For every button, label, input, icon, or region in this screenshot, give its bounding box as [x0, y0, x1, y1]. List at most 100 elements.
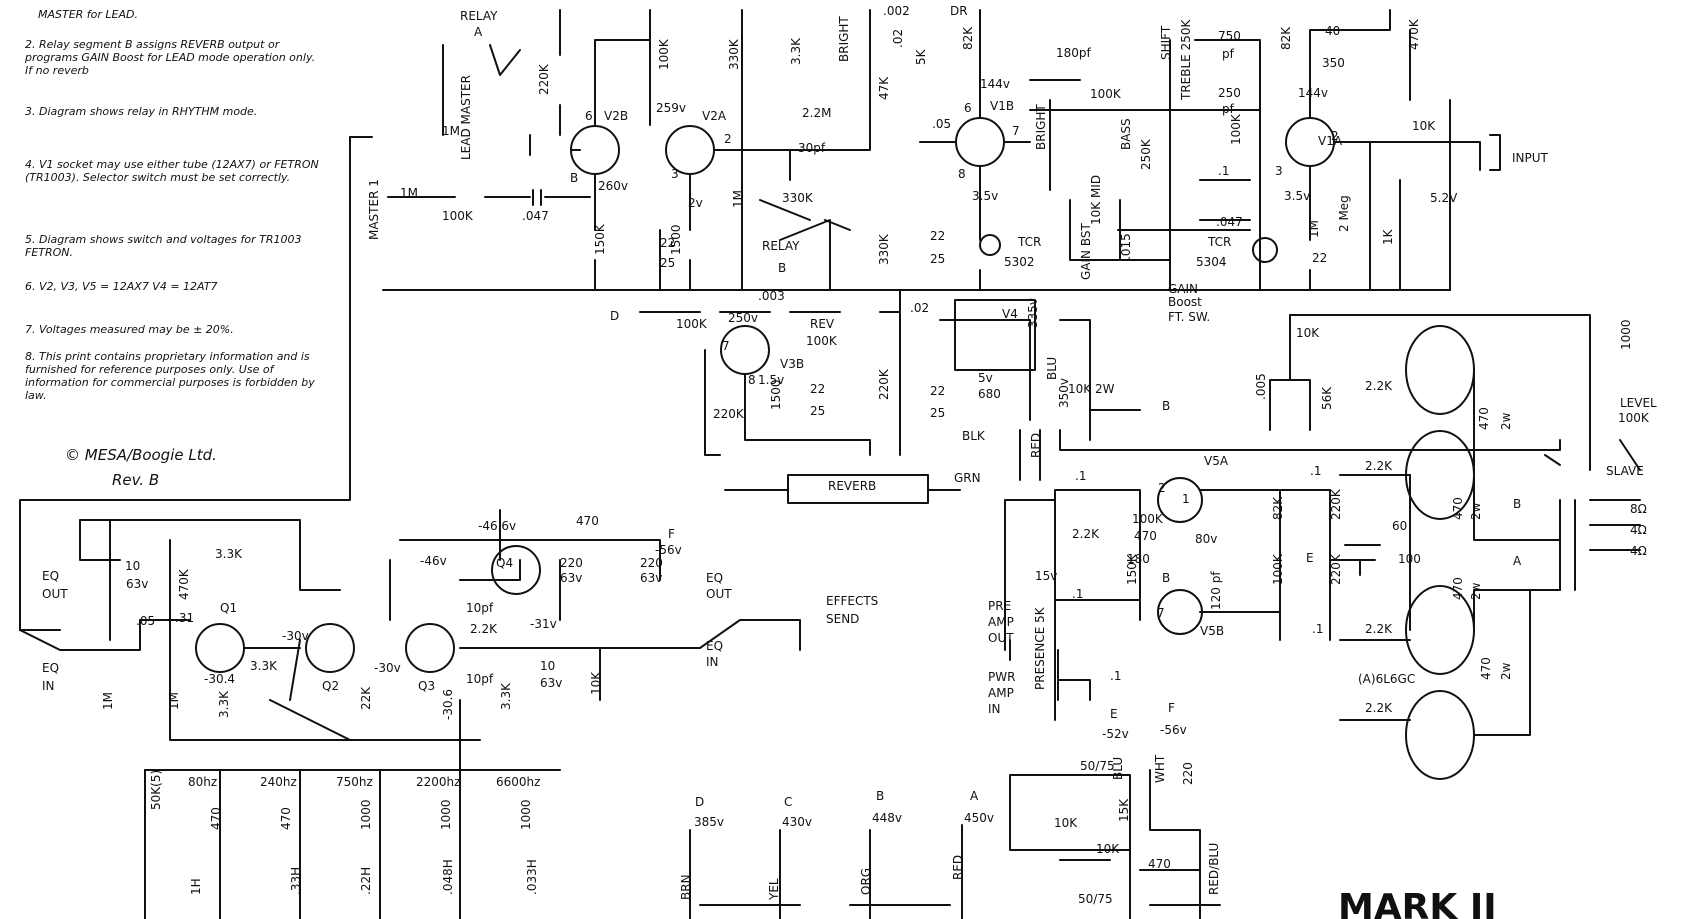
component-label: SEND: [826, 612, 859, 626]
component-label: 4Ω: [1630, 544, 1647, 558]
component-label: GAIN: [1168, 282, 1198, 296]
component-label: V4: [1002, 307, 1018, 321]
component-label: Q2: [322, 679, 339, 693]
component-label: 60: [1392, 519, 1407, 533]
component-label: 50K(5): [149, 770, 163, 810]
component-label: RED: [1029, 433, 1043, 458]
component-label: 1M: [167, 692, 181, 710]
schematic-wiring: [19, 9, 1641, 919]
component-label: .047: [1216, 215, 1243, 229]
component-label: 350v: [1057, 378, 1071, 408]
component-label: D: [610, 309, 619, 323]
component-label: 220K: [1329, 553, 1343, 585]
component-label: BLU: [1111, 757, 1125, 780]
component-label: 80v: [1195, 532, 1217, 546]
component-label: .005: [1254, 373, 1268, 400]
component-label: 30pf: [798, 141, 826, 155]
component-label: 22K: [359, 686, 373, 710]
component-label: .02: [910, 301, 929, 315]
component-label: B: [1513, 497, 1521, 511]
component-label: V1B: [990, 99, 1014, 113]
component-label: BRN: [679, 874, 693, 900]
component-label: .1: [1110, 669, 1121, 683]
component-label: EQ: [42, 661, 59, 675]
component-label: 2.2K: [1365, 701, 1393, 715]
component-label: A: [474, 25, 483, 39]
component-label: 750hz: [336, 775, 373, 789]
component-label: -30v: [282, 629, 309, 643]
component-label: 15K: [1117, 798, 1131, 822]
component-label: 2w: [1469, 502, 1483, 520]
component-label: -56v: [655, 543, 682, 557]
component-label: 100K: [1618, 411, 1650, 425]
component-label: DR: [950, 4, 968, 18]
component-label: E: [1306, 551, 1314, 565]
note-5: 5. Diagram shows switch and voltages for…: [25, 233, 301, 259]
component-label: IN: [42, 679, 55, 693]
component-label: 3.3K: [217, 690, 231, 718]
component-label: 25: [660, 256, 675, 270]
component-label: 10K: [1412, 119, 1436, 133]
component-label: 10: [540, 659, 555, 673]
component-label: 470: [1134, 529, 1157, 543]
component-label: 1000: [359, 799, 373, 830]
component-label: 10K MID: [1089, 175, 1103, 225]
component-label: 1500: [669, 224, 683, 255]
component-label: B: [570, 171, 578, 185]
component-label: 7: [1157, 606, 1165, 620]
component-label: 1500: [769, 379, 783, 410]
component-label: .048H: [441, 859, 455, 895]
component-label: 220K: [877, 368, 891, 400]
component-label: B: [1162, 399, 1170, 413]
component-label: 220: [560, 556, 583, 570]
component-label: 3: [1275, 164, 1283, 178]
component-label: 3.3K: [250, 659, 278, 673]
component-label: 2.2K: [1072, 527, 1100, 541]
component-label: 10pf: [466, 601, 494, 615]
note-4: 4. V1 socket may use either tube (12AX7)…: [25, 158, 319, 184]
component-label: EFFECTS: [826, 594, 878, 608]
component-label: 1M: [400, 186, 418, 200]
component-label: 100K: [1090, 87, 1122, 101]
component-label: 470: [1477, 407, 1491, 430]
component-label: 180pf: [1056, 46, 1092, 60]
component-label: 100K: [1229, 113, 1243, 145]
component-label: 15v: [1035, 569, 1057, 583]
component-label: 1.5v: [758, 373, 784, 387]
component-label: 3.3K: [789, 37, 803, 65]
component-label: 82K: [1279, 26, 1293, 50]
component-label: E: [1110, 707, 1118, 721]
component-label: 25: [930, 252, 945, 266]
component-label: 22: [810, 382, 825, 396]
component-label: RED/BLU: [1207, 843, 1221, 895]
component-label: WHT: [1153, 754, 1167, 783]
component-label: 385v: [694, 815, 724, 829]
schematic-title: MARK II: [1338, 887, 1497, 919]
component-label: 470K: [177, 568, 191, 600]
component-label: 25: [930, 406, 945, 420]
component-label: EQ: [706, 571, 723, 585]
component-label: -31v: [530, 617, 557, 631]
component-label: 259v: [656, 101, 686, 115]
component-label: 2200hz: [416, 775, 460, 789]
component-label: 3: [671, 167, 679, 181]
component-label: 2v: [688, 196, 703, 210]
component-label: 47K: [877, 76, 891, 100]
component-label: 5v: [978, 371, 993, 385]
component-label: Q1: [220, 601, 237, 615]
component-label: .05: [932, 117, 951, 131]
revision-text: Rev. B: [112, 471, 159, 489]
component-label: -30.6: [441, 689, 455, 720]
component-label: 1M: [1307, 220, 1321, 238]
component-label: 5302: [1004, 255, 1035, 269]
component-label: REVERB: [828, 479, 876, 493]
note-3: 3. Diagram shows relay in RHYTHM mode.: [25, 105, 257, 118]
component-label: .033H: [525, 859, 539, 895]
component-label: 150K: [1125, 553, 1139, 585]
component-label: GAIN BST: [1079, 223, 1093, 280]
component-label: EQ: [706, 639, 723, 653]
component-label: 10pf: [466, 672, 494, 686]
component-label: 450v: [964, 811, 994, 825]
